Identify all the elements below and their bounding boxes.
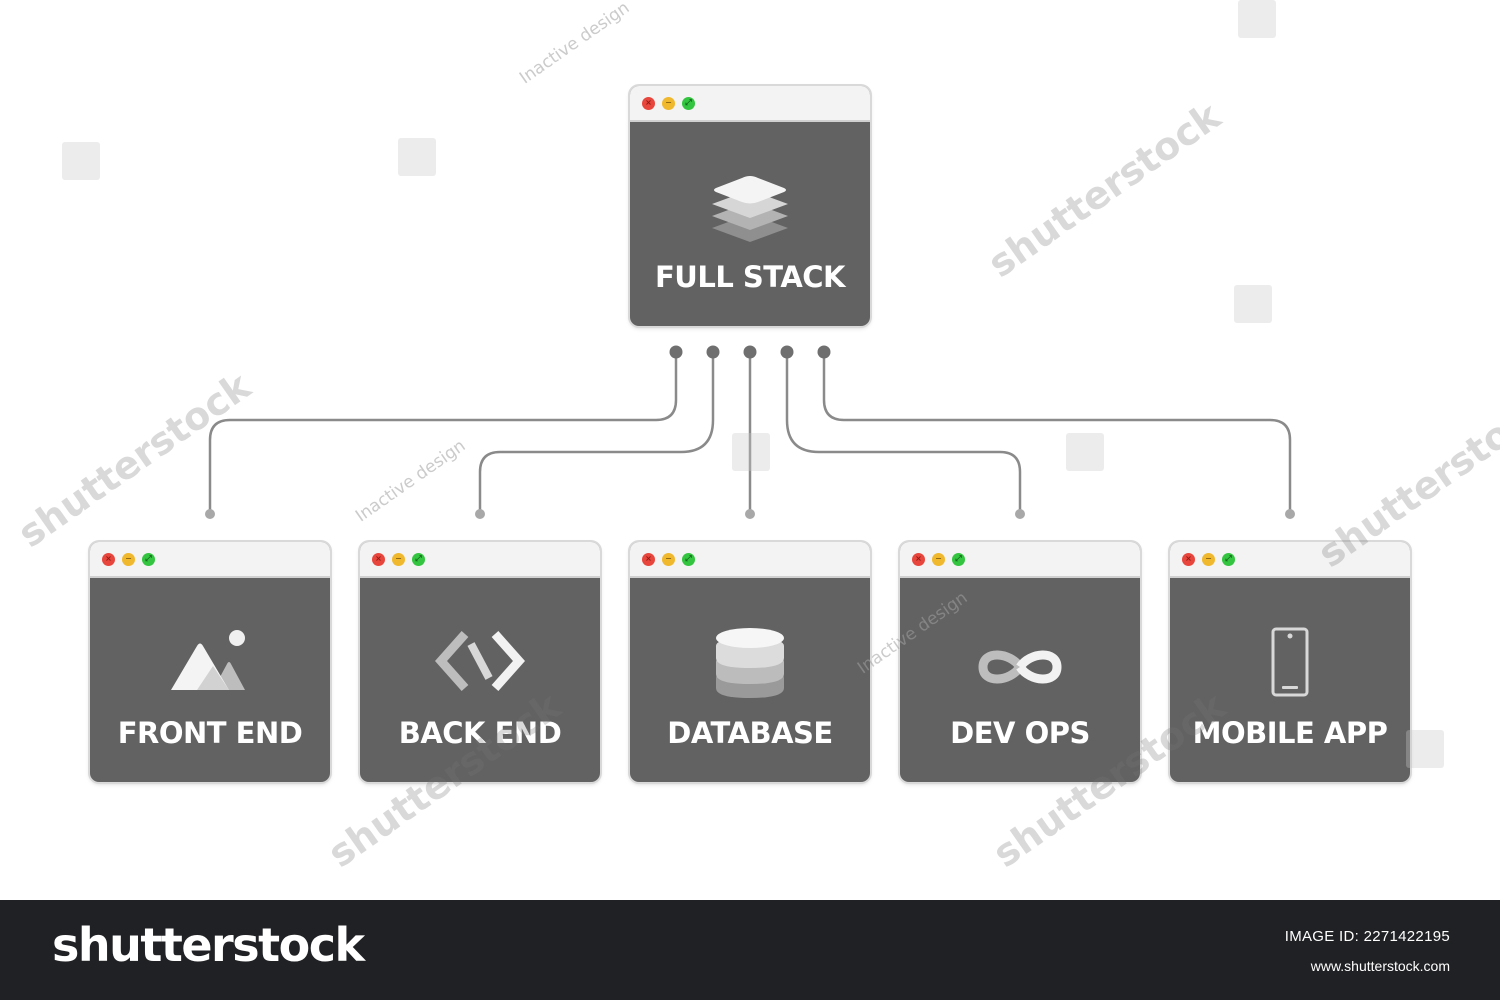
window-title-bar: × − ⤢ (90, 542, 330, 578)
mobile-app-window[interactable]: × − ⤢ MOBILE APP (1170, 542, 1410, 782)
minimize-button[interactable]: − (392, 552, 405, 566)
site-url-text: www.shutterstock.com (1310, 958, 1450, 974)
window-title-bar: × − ⤢ (1170, 542, 1410, 578)
connector-end (475, 509, 485, 519)
minimize-button[interactable]: − (1202, 552, 1215, 566)
back-end-window[interactable]: × − ⤢ BACK END (360, 542, 600, 782)
connector-node (743, 345, 757, 359)
close-button[interactable]: × (642, 96, 655, 110)
maximize-button[interactable]: ⤢ (142, 552, 155, 566)
diagram-canvas: × − ⤢ FULL STACK × − ⤢ (10, 0, 1500, 877)
image-id-text: IMAGE ID: 2271422195 (1284, 928, 1450, 945)
code-brackets-icon (435, 631, 525, 691)
window-label: DATABASE (667, 716, 833, 750)
maximize-button[interactable]: ⤢ (1222, 552, 1235, 566)
connector-back-end (478, 352, 715, 514)
connector-node (669, 345, 683, 359)
connector-lines (205, 345, 1295, 519)
window-body: FRONT END (90, 578, 330, 782)
smartphone-icon (1271, 627, 1309, 697)
window-body: DATABASE (630, 578, 870, 782)
connector-front-end (208, 352, 678, 514)
window-title-bar: × − ⤢ (360, 542, 600, 578)
window-body: MOBILE APP (1170, 578, 1410, 782)
database-icon (716, 628, 784, 698)
layers-stack-icon (712, 176, 788, 242)
dev-ops-window[interactable]: × − ⤢ DEV OPS (900, 542, 1140, 782)
close-button[interactable]: × (642, 552, 655, 566)
brand-logo: shutterstock (52, 918, 365, 972)
window-label: DEV OPS (950, 716, 1090, 750)
connector-node (780, 345, 794, 359)
window-label: BACK END (398, 716, 562, 750)
minimize-button[interactable]: − (662, 96, 675, 110)
full-stack-window[interactable]: × − ⤢ FULL STACK (630, 86, 870, 326)
image-mountain-icon (171, 630, 245, 690)
window-label: FULL STACK (654, 260, 846, 294)
close-button[interactable]: × (372, 552, 385, 566)
maximize-button[interactable]: ⤢ (682, 96, 695, 110)
window-body: BACK END (360, 578, 600, 782)
maximize-button[interactable]: ⤢ (952, 552, 965, 566)
close-button[interactable]: × (1182, 552, 1195, 566)
connector-end (1285, 509, 1295, 519)
window-label: MOBILE APP (1192, 716, 1388, 750)
connector-node (706, 345, 720, 359)
minimize-button[interactable]: − (122, 552, 135, 566)
maximize-button[interactable]: ⤢ (682, 552, 695, 566)
database-window[interactable]: × − ⤢ DATABASE (630, 542, 870, 782)
close-button[interactable]: × (912, 552, 925, 566)
connector-node (817, 345, 831, 359)
window-body: DEV OPS (900, 578, 1140, 782)
connector-end (205, 509, 215, 519)
minimize-button[interactable]: − (662, 552, 675, 566)
window-title-bar: × − ⤢ (900, 542, 1140, 578)
window-title-bar: × − ⤢ (630, 86, 870, 122)
window-title-bar: × − ⤢ (630, 542, 870, 578)
maximize-button[interactable]: ⤢ (412, 552, 425, 566)
window-body: FULL STACK (630, 122, 870, 326)
connector-dev-ops (785, 352, 1022, 514)
stock-footer-bar: shutterstock IMAGE ID: 2271422195 www.sh… (0, 900, 1500, 1000)
connector-mobile-app (822, 352, 1292, 514)
connector-end (1015, 509, 1025, 519)
infinity-loop-icon (978, 650, 1062, 684)
connector-end (745, 509, 755, 519)
front-end-window[interactable]: × − ⤢ FRONT END (90, 542, 330, 782)
close-button[interactable]: × (102, 552, 115, 566)
window-label: FRONT END (117, 716, 303, 750)
minimize-button[interactable]: − (932, 552, 945, 566)
